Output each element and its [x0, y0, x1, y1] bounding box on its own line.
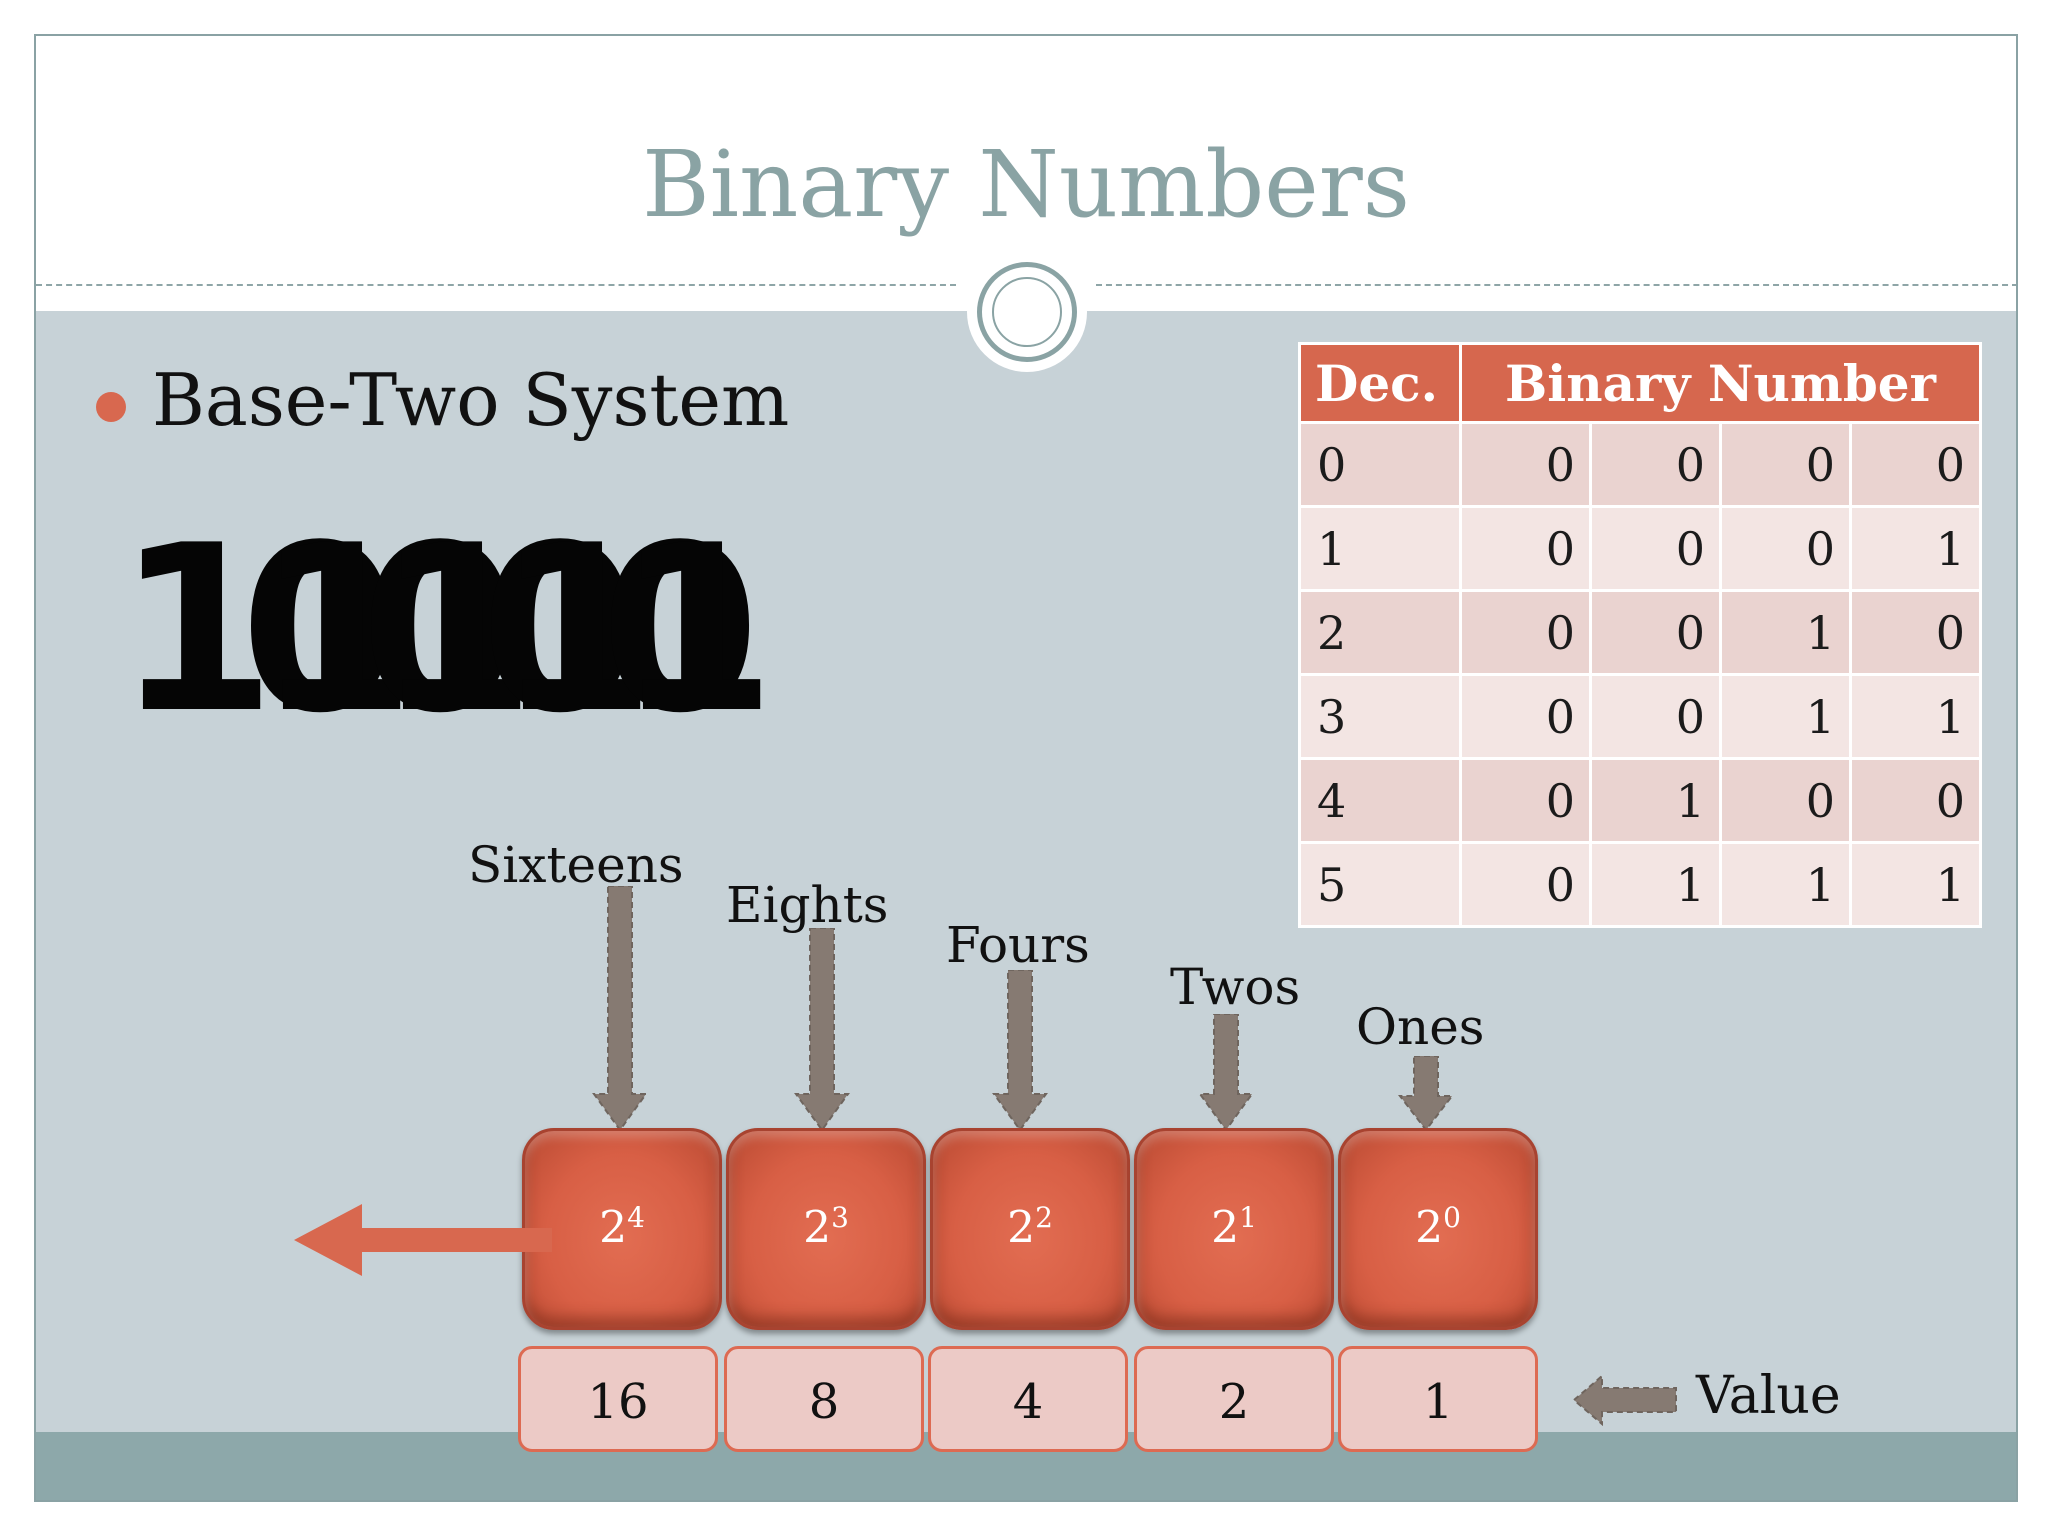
place-label-sixteens: Sixteens [468, 836, 684, 894]
place-block-2-pow-3: 23 [726, 1128, 926, 1330]
table-cell-dec: 0 [1301, 424, 1459, 505]
value-label: Value [1696, 1366, 1841, 1426]
value-left-arrow-icon [1572, 1374, 1677, 1426]
title-ornament-inner-ring [992, 277, 1062, 347]
place-block-label: 24 [599, 1201, 645, 1254]
table-cell-bit: 1 [1852, 508, 1979, 589]
table-cell-bit: 0 [1722, 424, 1849, 505]
table-cell-bit: 0 [1722, 760, 1849, 841]
table-cell-bit: 0 [1462, 592, 1589, 673]
big-binary-number: 1 0 1 0 1 0 1 0 1 [116, 516, 816, 776]
big-digit-4-overlay: 1 [496, 497, 657, 764]
big-digit-3: 0 [360, 497, 521, 764]
eights-down-arrow-icon [794, 928, 850, 1132]
place-value-4: 4 [928, 1346, 1128, 1452]
place-value-16: 16 [518, 1346, 718, 1452]
table-cell-bit: 0 [1592, 592, 1719, 673]
binary-table: Dec. Binary Number 0 0 0 0 0 1 0 0 0 1 2… [1298, 342, 1982, 928]
place-label-eights: Eights [726, 876, 889, 934]
place-label-ones: Ones [1356, 998, 1485, 1056]
place-block-label: 20 [1415, 1201, 1461, 1254]
table-cell-bit: 1 [1852, 676, 1979, 757]
table-cell-bit: 0 [1462, 424, 1589, 505]
table-cell-bit: 1 [1722, 676, 1849, 757]
table-cell-bit: 0 [1462, 676, 1589, 757]
place-block-label: 21 [1211, 1201, 1257, 1254]
table-row: 3 0 0 1 1 [1301, 676, 1979, 757]
big-digit-4: 0 [480, 497, 641, 764]
place-label-fours: Fours [946, 916, 1090, 974]
sixteens-down-arrow-icon [592, 886, 648, 1132]
place-label-twos: Twos [1170, 958, 1301, 1016]
place-block-label: 23 [803, 1201, 849, 1254]
table-cell-bit: 0 [1462, 844, 1589, 925]
place-block-2-pow-0: 20 [1338, 1128, 1538, 1330]
table-row: 4 0 1 0 0 [1301, 760, 1979, 841]
place-block-2-pow-1: 21 [1134, 1128, 1334, 1330]
bullet-dot-icon [96, 392, 126, 422]
table-cell-bit: 0 [1592, 508, 1719, 589]
table-cell-bit: 1 [1592, 760, 1719, 841]
twos-down-arrow-icon [1198, 1014, 1254, 1132]
place-block-2-pow-4: 24 [522, 1128, 722, 1330]
ones-down-arrow-icon [1398, 1056, 1454, 1132]
table-cell-bit: 1 [1852, 844, 1979, 925]
title-divider-right [1096, 284, 2016, 286]
slide: Binary Numbers Base-Two System 1 0 1 0 1… [34, 34, 2018, 1502]
direction-left-arrow-icon [294, 1204, 552, 1276]
title-divider-left [36, 284, 956, 286]
slide-title: Binary Numbers [642, 131, 1410, 238]
table-header-binary: Binary Number [1462, 345, 1979, 421]
table-row: 1 0 0 0 1 [1301, 508, 1979, 589]
place-value-8: 8 [724, 1346, 924, 1452]
table-cell-bit: 0 [1852, 424, 1979, 505]
big-digit-2: 0 [240, 497, 401, 764]
place-block-2-pow-2: 22 [930, 1128, 1130, 1330]
table-cell-bit: 1 [1722, 592, 1849, 673]
big-digit-1: 1 [116, 497, 277, 764]
table-header-row: Dec. Binary Number [1301, 345, 1979, 421]
table-cell-bit: 0 [1852, 760, 1979, 841]
bullet-text: Base-Two System [152, 358, 790, 442]
table-cell-bit: 0 [1592, 424, 1719, 505]
title-ornament-ring-icon [977, 262, 1077, 362]
table-cell-bit: 1 [1722, 844, 1849, 925]
table-cell-dec: 5 [1301, 844, 1459, 925]
table-cell-dec: 3 [1301, 676, 1459, 757]
table-cell-bit: 0 [1852, 592, 1979, 673]
big-digit-3-overlay: 1 [376, 497, 537, 764]
table-row: 5 0 1 1 1 [1301, 844, 1979, 925]
table-header-dec: Dec. [1301, 345, 1459, 421]
table-cell-bit: 0 [1462, 760, 1589, 841]
table-cell-bit: 0 [1592, 676, 1719, 757]
place-block-label: 22 [1007, 1201, 1053, 1254]
fours-down-arrow-icon [992, 970, 1048, 1132]
big-digit-5: 0 [600, 497, 761, 764]
big-digit-2-overlay: 1 [256, 497, 417, 764]
big-digit-5-overlay: 1 [616, 497, 777, 764]
table-cell-dec: 4 [1301, 760, 1459, 841]
table-row: 0 0 0 0 0 [1301, 424, 1979, 505]
table-cell-bit: 0 [1462, 508, 1589, 589]
table-cell-bit: 0 [1722, 508, 1849, 589]
place-value-2: 2 [1134, 1346, 1334, 1452]
table-cell-bit: 1 [1592, 844, 1719, 925]
table-row: 2 0 0 1 0 [1301, 592, 1979, 673]
table-cell-dec: 1 [1301, 508, 1459, 589]
place-value-1: 1 [1338, 1346, 1538, 1452]
table-cell-dec: 2 [1301, 592, 1459, 673]
